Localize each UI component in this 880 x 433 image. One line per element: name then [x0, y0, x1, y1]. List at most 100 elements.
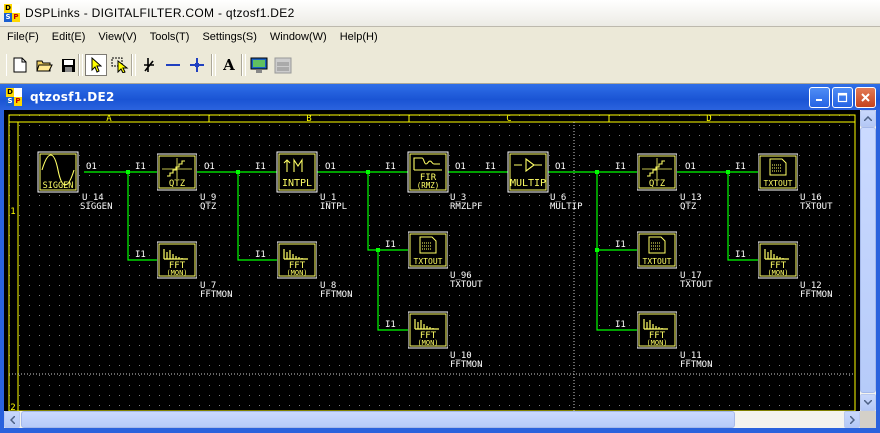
horizontal-scroll-thumb[interactable]	[21, 411, 735, 428]
menu-tools[interactable]: Tools(T)	[149, 30, 190, 43]
interpolator-icon	[283, 158, 303, 172]
block-type: RMZLPF	[450, 202, 483, 212]
scroll-left-button[interactable]	[4, 411, 20, 428]
monitor-button[interactable]	[248, 54, 270, 76]
text-tool-button[interactable]: A	[218, 54, 240, 76]
menu-file[interactable]: File(F)	[7, 30, 39, 43]
block-u13-qtz[interactable]: U_13 QTZ	[637, 153, 702, 212]
app-title: DSPLinks - DIGITALFILTER.COM - qtzosf1.D…	[25, 6, 295, 20]
column-label-b: B	[306, 114, 311, 124]
block-ref: U_12	[800, 281, 822, 291]
block-type: FFTMON	[800, 290, 833, 300]
new-file-icon	[13, 57, 27, 73]
block-u6-multip[interactable]: MULTIP U_6 MULTIP	[507, 151, 583, 212]
svg-text:SIGGEN: SIGGEN	[43, 181, 74, 191]
select-arrow-icon	[91, 57, 102, 73]
wire-button[interactable]	[162, 54, 184, 76]
maximize-icon	[837, 92, 848, 103]
svg-text:I1: I1	[485, 162, 496, 172]
row-label-2: 2	[10, 403, 15, 411]
block-ref: U_13	[680, 193, 702, 203]
svg-text:I1: I1	[615, 240, 626, 250]
block-type: TXTOUT	[800, 202, 833, 212]
block-ref: U_16	[800, 193, 822, 203]
close-button[interactable]	[855, 87, 876, 108]
toolbar-file-group	[6, 54, 79, 76]
close-icon	[861, 93, 870, 102]
block-u3-rmzlpf[interactable]: FIR (RMZ) U_3 RMZLPF	[407, 151, 483, 212]
chevron-left-icon	[9, 415, 15, 424]
block-type: FFTMON	[200, 290, 233, 300]
svg-text:O1: O1	[685, 162, 696, 172]
text-output-icon	[408, 231, 448, 269]
block-u1-intpl[interactable]: INTPL U_1 INTPL	[276, 151, 347, 212]
block-u7-fftmon[interactable]: U_7 FFTMON	[157, 241, 233, 300]
minimize-button[interactable]	[809, 87, 830, 108]
block-type: FFTMON	[450, 360, 483, 370]
menu-edit[interactable]: Edit(E)	[51, 30, 86, 43]
block-u9-qtz[interactable]: U_9 QTZ	[157, 153, 217, 212]
fir-filter-icon	[413, 157, 442, 171]
window-button[interactable]	[272, 54, 294, 76]
new-file-button[interactable]	[9, 54, 31, 76]
schematic-canvas[interactable]: FFT (MON) TXTOUT QTZ	[4, 110, 860, 411]
block-ref: U_6	[550, 193, 566, 203]
sine-wave-icon	[41, 154, 75, 186]
scroll-right-button[interactable]	[844, 411, 860, 428]
block-ref: U_9	[200, 193, 216, 203]
block-ref: U_8	[320, 281, 336, 291]
select-button[interactable]	[85, 54, 107, 76]
horizontal-scrollbar[interactable]	[4, 411, 860, 428]
chevron-up-icon	[864, 116, 872, 121]
block-u11-fftmon[interactable]: U_11 FFTMON	[637, 311, 713, 370]
svg-text:MULTIP: MULTIP	[510, 178, 546, 189]
toolbar: A	[0, 46, 880, 84]
block-u16-txtout[interactable]: U_16 TXTOUT	[758, 153, 833, 212]
block-ref: U_7	[200, 281, 216, 291]
vertical-scroll-thumb[interactable]	[860, 127, 876, 393]
block-u12-fftmon[interactable]: U_12 FFTMON	[758, 241, 833, 300]
wires	[84, 171, 758, 331]
scroll-down-button[interactable]	[860, 394, 876, 411]
document-title: qtzosf1.DE2	[30, 90, 115, 104]
multi-select-icon	[111, 57, 129, 73]
toolbar-misc-group: A	[215, 54, 240, 76]
menu-view[interactable]: View(V)	[98, 30, 137, 43]
text-tool-icon: A	[223, 56, 235, 74]
vertical-scrollbar[interactable]	[860, 110, 876, 411]
text-output-icon	[637, 231, 677, 269]
probe-icon	[144, 58, 154, 72]
block-u17-txtout[interactable]: U_17 TXTOUT	[637, 231, 713, 290]
block-ref: U_10	[450, 351, 472, 361]
multi-select-button[interactable]	[109, 54, 131, 76]
menu-window[interactable]: Window(W)	[269, 30, 327, 43]
toolbar-select-group	[82, 54, 131, 76]
junctions	[126, 170, 730, 252]
menu-help[interactable]: Help(H)	[339, 30, 378, 43]
block-u8-fftmon[interactable]: U_8 FFTMON	[277, 241, 353, 300]
svg-text:FIR: FIR	[420, 173, 437, 183]
svg-text:O1: O1	[555, 162, 566, 172]
block-ref: U_11	[680, 351, 702, 361]
block-u96-txtout[interactable]: U_96 TXTOUT	[408, 231, 483, 290]
block-type: FFTMON	[320, 290, 353, 300]
junction-icon	[190, 58, 204, 72]
svg-text:I1: I1	[135, 162, 146, 172]
maximize-button[interactable]	[832, 87, 853, 108]
column-label-c: C	[506, 114, 511, 124]
block-u10-fftmon[interactable]: U_10 FFTMON	[408, 311, 483, 370]
scroll-up-button[interactable]	[860, 110, 876, 127]
window-controls	[809, 87, 876, 108]
probe-button[interactable]	[138, 54, 160, 76]
menu-settings[interactable]: Settings(S)	[202, 30, 257, 43]
toolbar-draw-group	[135, 54, 208, 76]
save-button[interactable]	[57, 54, 79, 76]
open-button[interactable]	[33, 54, 55, 76]
minimize-icon	[816, 99, 822, 101]
junction-button[interactable]	[186, 54, 208, 76]
svg-text:(RMZ): (RMZ)	[417, 181, 440, 190]
block-u14-siggen[interactable]: SIGGEN U_14 SIGGEN	[37, 151, 113, 212]
fft-monitor-icon	[758, 241, 798, 279]
window-icon	[274, 57, 292, 73]
